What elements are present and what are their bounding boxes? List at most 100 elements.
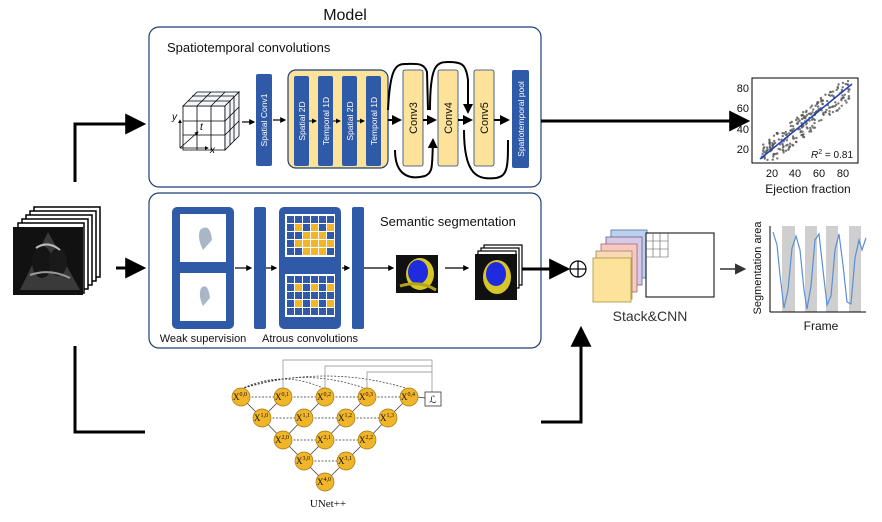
unet-node-label: X2,1 — [317, 435, 331, 445]
grid-cell — [287, 284, 294, 291]
unet-node-label: X0,0 — [233, 392, 247, 402]
seg-x-label: Frame — [804, 319, 839, 333]
scatter-point — [795, 136, 798, 140]
scatter-point — [847, 95, 851, 98]
scatter-point — [815, 102, 819, 106]
ef-y-tick: 60 — [737, 103, 749, 115]
loss-symbol: ℒ — [429, 395, 436, 406]
block-label: Spatiotemporal pool — [516, 81, 526, 157]
unet-node-label: X0,3 — [359, 392, 373, 402]
scatter-point — [809, 126, 812, 130]
unet-node: X4,0 — [315, 472, 335, 492]
scatter-point — [763, 156, 766, 159]
area-line — [772, 231, 867, 310]
scatter-point — [802, 116, 805, 120]
block-label: Temporal 1D — [369, 97, 379, 145]
scatter-point — [846, 83, 849, 86]
grid-cell — [303, 248, 310, 255]
grid-cell — [303, 292, 310, 299]
grid-cell — [319, 308, 326, 315]
grid-cell — [295, 292, 302, 299]
scatter-point — [828, 110, 831, 113]
grid-cell — [303, 276, 310, 283]
scatter-point — [828, 106, 831, 110]
grid-cell — [311, 292, 318, 299]
scatter-point — [778, 148, 782, 151]
grid-cell — [327, 216, 334, 223]
grid-cell — [295, 248, 302, 255]
scatter-point — [765, 146, 769, 149]
regression-line — [759, 83, 853, 160]
scatter-point — [807, 112, 810, 116]
scatter-point — [819, 96, 823, 100]
grid-cell — [311, 284, 318, 291]
scatter-point — [802, 114, 805, 118]
scatter-point — [790, 120, 793, 124]
unet-dense-skip — [240, 377, 368, 390]
grid-cell — [311, 308, 318, 315]
scatter-point — [787, 148, 790, 151]
scatter-point — [771, 158, 774, 161]
scatter-point — [795, 116, 799, 119]
scatter-point — [834, 101, 837, 104]
grid-cell — [303, 284, 310, 291]
scatter-point — [837, 83, 840, 86]
weak-supervision-label: Weak supervision — [160, 333, 247, 345]
scatter-point — [836, 85, 839, 89]
grid-cell — [287, 216, 294, 223]
scatter-point — [845, 101, 848, 104]
scatter-point — [781, 134, 784, 138]
scatter-point — [818, 119, 821, 123]
block-conv4 — [437, 69, 459, 167]
block-label: Spatial 2D — [345, 101, 355, 140]
scatter-point — [816, 101, 819, 104]
block-spatial-2d-1 — [294, 76, 309, 166]
scatter-point — [802, 110, 805, 114]
ef-y-tick: 40 — [737, 124, 749, 136]
scatter-point — [840, 97, 843, 100]
block-label: Spatial Conv1 — [259, 93, 269, 146]
grid-cell — [327, 240, 334, 247]
scatter-point — [824, 111, 827, 114]
grid-cell — [303, 308, 310, 315]
scatter-point — [772, 152, 776, 156]
block-label: Conv3 — [408, 102, 420, 134]
scatter-point — [809, 128, 812, 131]
scatter-point — [762, 147, 765, 150]
unet-node-label: X1,0 — [254, 413, 268, 423]
grid-cell — [295, 240, 302, 247]
grid-cell — [327, 300, 334, 307]
ef-y-tick: 20 — [737, 144, 749, 156]
scatter-point — [812, 117, 815, 121]
grid-cell — [311, 248, 318, 255]
scatter-point — [810, 104, 814, 107]
seg-y-label: Segmentation area — [752, 221, 764, 315]
grid-cell — [319, 224, 326, 231]
atrous-conv-label: Atrous convolutions — [262, 333, 358, 345]
scatter-point — [792, 144, 795, 147]
grid-cell — [327, 292, 334, 299]
grid-cell — [311, 300, 318, 307]
scatter-point — [802, 133, 805, 136]
unet-node-label: X0,2 — [317, 392, 331, 402]
scatter-point — [829, 94, 832, 97]
scatter-point — [814, 104, 817, 108]
grid-cell — [303, 300, 310, 307]
scatter-point — [831, 90, 835, 93]
spatiotemporal-title: Spatiotemporal convolutions — [167, 40, 331, 55]
scatter-point — [791, 135, 795, 138]
scatter-point — [841, 94, 844, 97]
scatter-point — [788, 142, 792, 145]
scatter-point — [795, 122, 799, 125]
unet-node-label: X1,3 — [380, 413, 394, 423]
grid-cell — [319, 248, 326, 255]
block-label: Conv5 — [479, 102, 491, 134]
unet-node-label: X4,0 — [317, 477, 331, 487]
grid-cell — [295, 232, 302, 239]
unet-node: X2,0 — [273, 430, 293, 450]
scatter-point — [840, 104, 843, 108]
block-spatial-conv1 — [256, 74, 272, 166]
scatter-point — [781, 131, 784, 135]
scatter-point — [804, 115, 807, 118]
scatter-point — [800, 114, 803, 117]
